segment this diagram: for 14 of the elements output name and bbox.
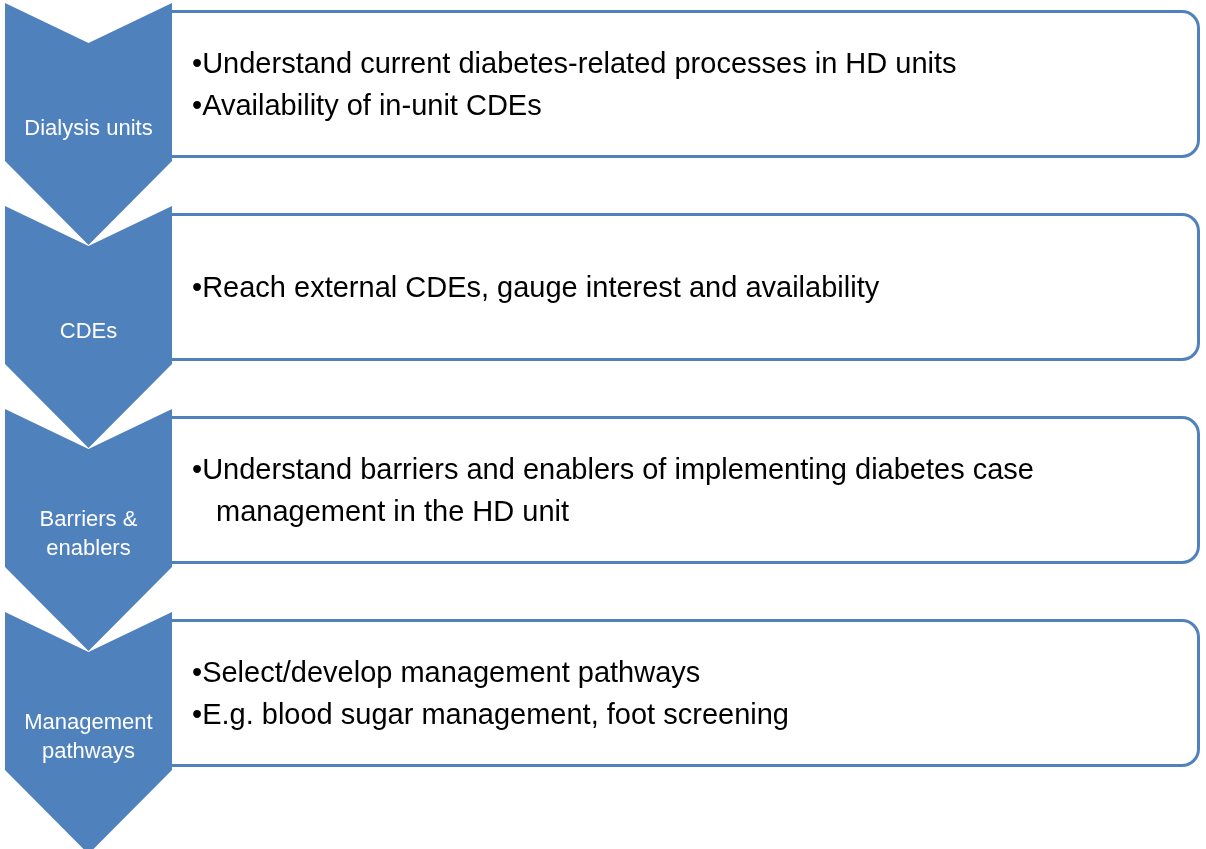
content-box: [172, 619, 1200, 767]
step-label: Barriers & enablers: [38, 505, 139, 562]
bullet-text: •Understand barriers and enablers of implementing diabetes case management in the HD unit: [192, 451, 1035, 529]
step-label: Management pathways: [23, 708, 154, 765]
content-box: [172, 10, 1200, 158]
step-label: Dialysis units: [24, 113, 153, 142]
bullet-text: •Understand current diabetes-related processes in HD units: [192, 45, 958, 81]
bullet-text: •Reach external CDEs, gauge interest and availability: [192, 269, 881, 305]
step-label: CDEs: [59, 316, 118, 345]
bullet-text: •E.g. blood sugar management, foot screening: [192, 697, 790, 732]
content-box: [172, 213, 1200, 361]
content-box: [172, 416, 1200, 564]
bullet-text: •Availability of in-unit CDEs: [192, 88, 543, 123]
bullet-text: •Select/develop management pathways: [192, 654, 702, 690]
